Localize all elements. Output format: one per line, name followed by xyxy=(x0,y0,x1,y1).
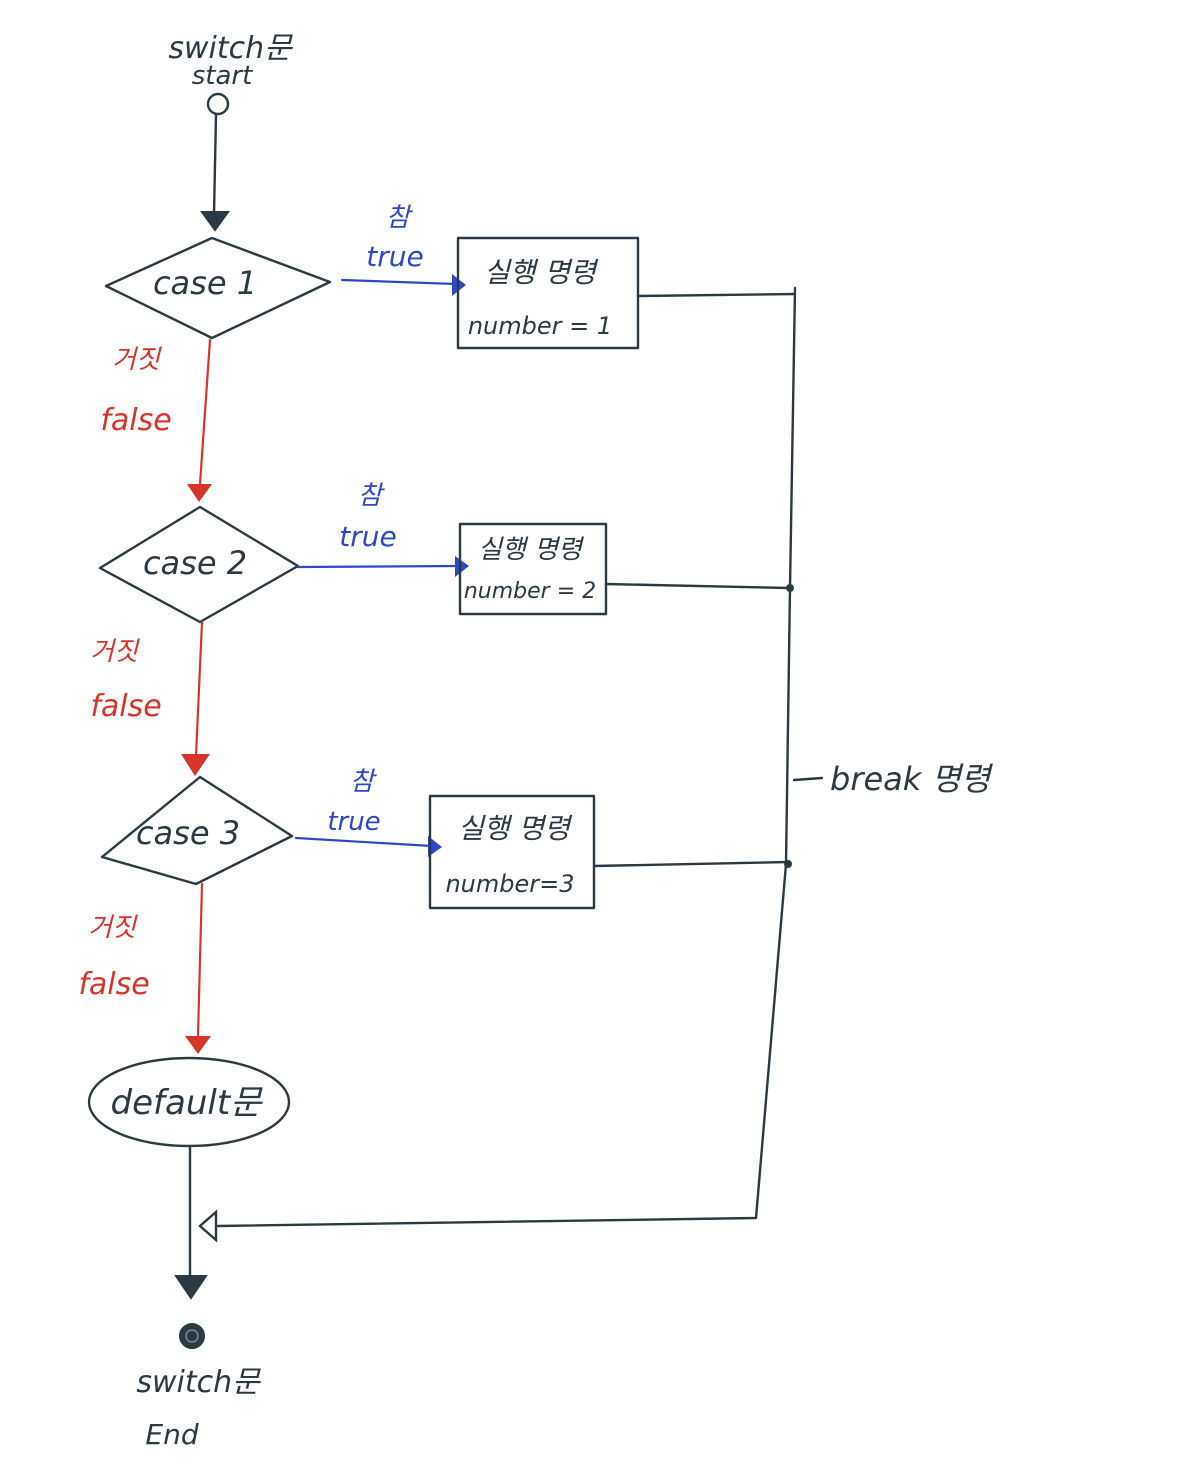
case-3-true-arrow xyxy=(294,836,434,848)
end-title: switch문 xyxy=(136,1365,261,1400)
case-2-action-box xyxy=(458,522,608,616)
start-subtitle: start xyxy=(192,61,253,91)
case-3-break-line xyxy=(592,860,790,868)
case-1-false-arrowhead xyxy=(187,484,212,502)
case-2-true-en: true xyxy=(339,520,396,553)
case-2-false-en: false xyxy=(90,689,161,724)
case-1-false-arrow xyxy=(198,338,212,486)
case-3-false-ko: 거짓 xyxy=(88,913,138,943)
case-3-action-box xyxy=(428,794,596,910)
case-3-action-code: number=3 xyxy=(445,870,574,898)
case-1-action-code: number = 1 xyxy=(468,312,612,340)
case-2-false-ko: 거짓 xyxy=(90,637,140,667)
case-1-action-box xyxy=(456,236,640,350)
break-bus-line xyxy=(216,286,797,1228)
case-2-break-line xyxy=(604,582,792,590)
default-label: default문 xyxy=(111,1083,264,1123)
case-3-true-en: true xyxy=(327,807,380,837)
case-3-false-arrowhead xyxy=(185,1036,211,1054)
case-1-label: case 1 xyxy=(153,264,257,302)
end-node xyxy=(179,1323,205,1349)
case-1-true-arrow xyxy=(340,278,458,286)
case-1-false-ko: 거짓 xyxy=(112,345,162,375)
case-2-action-code: number = 2 xyxy=(464,579,596,604)
case-3-action-title: 실행 명령 xyxy=(458,812,573,845)
case-2-false-arrow xyxy=(194,620,204,758)
case-2-false-arrowhead xyxy=(181,754,210,776)
end-arrowhead xyxy=(174,1275,208,1300)
case-2-action-title: 실행 명령 xyxy=(478,535,585,565)
case-3-diamond xyxy=(100,775,294,886)
break-label: break 명령 xyxy=(830,760,994,798)
case-1-true-en: true xyxy=(366,240,423,273)
case-3-false-en: false xyxy=(78,967,149,1002)
case-1-action-title: 실행 명령 xyxy=(484,256,599,289)
case-2-true-arrowhead xyxy=(455,556,469,577)
case-3-true-arrowhead xyxy=(428,836,442,857)
start-flow-line xyxy=(212,113,218,216)
case-1-true-ko: 참 xyxy=(386,203,413,233)
start-arrowhead xyxy=(200,211,230,232)
case-2-diamond xyxy=(98,505,300,624)
case-1-false-en: false xyxy=(100,403,171,438)
end-node-inner xyxy=(185,1329,199,1343)
break-merge-arrowhead xyxy=(198,1209,218,1243)
start-node xyxy=(206,92,230,116)
start-title: switch문 xyxy=(168,31,293,66)
case-3-false-arrow xyxy=(196,882,204,1038)
end-subtitle: End xyxy=(145,1418,198,1451)
case-1-break-line xyxy=(636,292,797,298)
case-3-label: case 3 xyxy=(136,814,240,852)
break-label-tick xyxy=(792,776,824,782)
case-2-true-arrow xyxy=(296,564,460,569)
case-1-diamond xyxy=(104,236,332,340)
case-3-true-ko: 참 xyxy=(350,767,377,797)
case-2-label: case 2 xyxy=(143,544,247,582)
case-2-true-ko: 참 xyxy=(358,481,385,511)
